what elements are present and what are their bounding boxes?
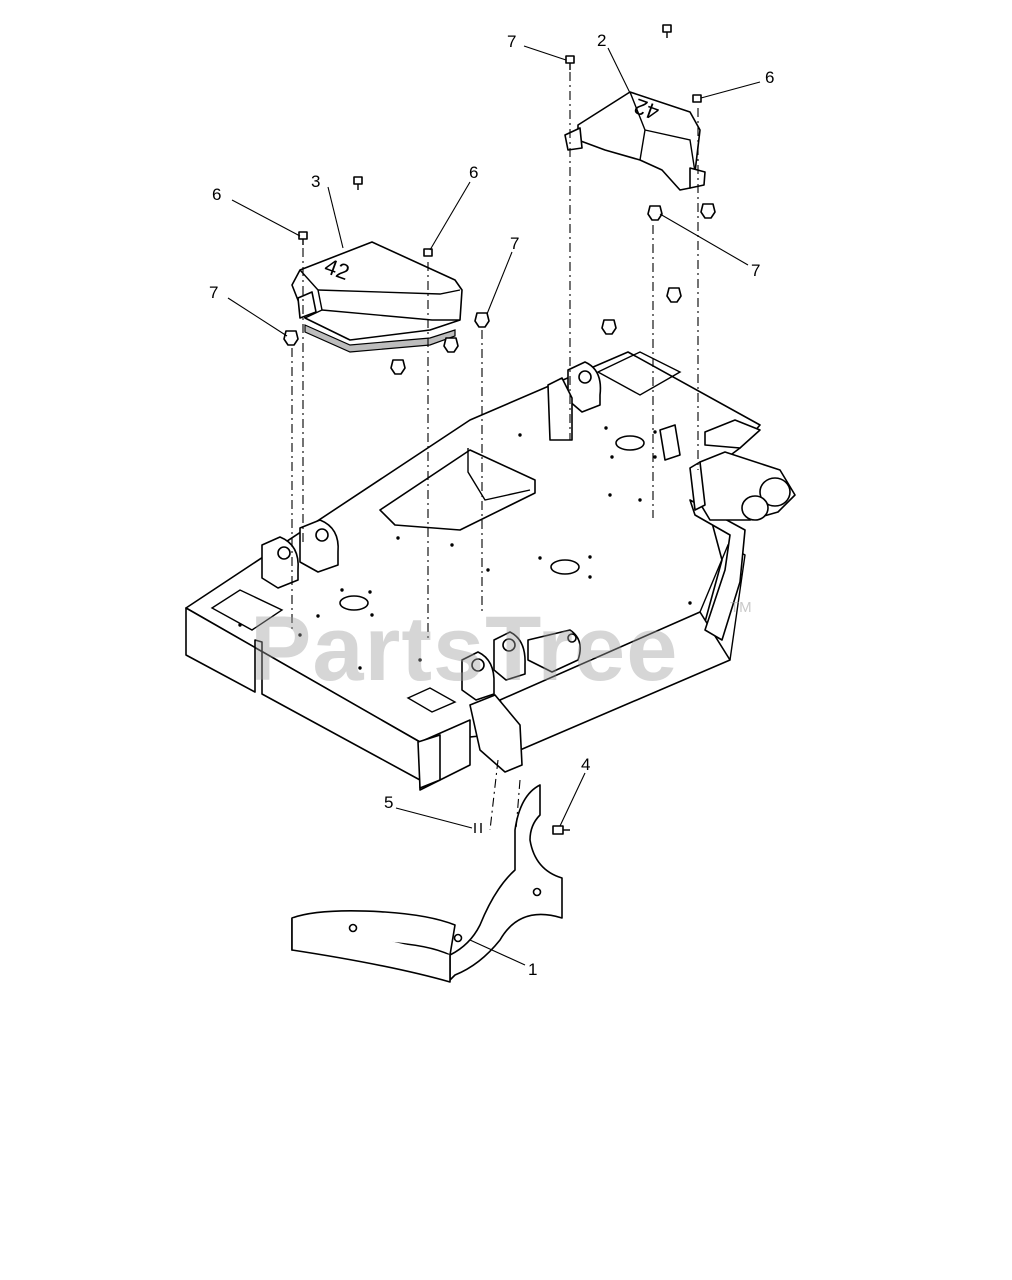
callout-7: 7 [510, 234, 519, 253]
callout-2: 2 [597, 31, 606, 50]
bolt-icon [353, 176, 363, 190]
nut-icon [283, 330, 299, 346]
nut-icon [474, 312, 490, 328]
bolt-icon [552, 825, 570, 835]
deck-frame [185, 351, 796, 791]
callout-7: 7 [209, 283, 218, 302]
watermark: PartsTree TM [250, 598, 752, 700]
nut-icon [700, 203, 716, 219]
leader-lines [227, 45, 761, 966]
mounting-tabs [261, 361, 681, 701]
watermark-text: PartsTree [250, 598, 678, 700]
front-pivot-bracket [469, 694, 523, 773]
nut-icon [390, 359, 406, 375]
nut-icon [601, 319, 617, 335]
callout-6: 6 [469, 163, 478, 182]
bolt-icon [662, 24, 672, 38]
alignment-lines [291, 72, 699, 831]
callout-7: 7 [751, 261, 760, 280]
nut-icon [647, 205, 663, 221]
callout-3: 3 [311, 172, 320, 191]
callouts: 7 2 6 3 6 6 7 7 7 4 5 1 [209, 31, 774, 979]
cover-left: 42 [291, 241, 463, 353]
bolt-icon [298, 231, 308, 245]
pin-icon [474, 823, 482, 833]
callout-4: 4 [581, 755, 590, 774]
callout-6: 7 [507, 32, 516, 51]
nut-icon [666, 287, 682, 303]
bolt-icon [565, 55, 575, 70]
callout-5: 5 [384, 793, 393, 812]
belt-shield [291, 784, 563, 983]
cover-right: 42 [564, 91, 706, 191]
bolt-icon [423, 248, 433, 257]
callout-6: 6 [212, 185, 221, 204]
bolt-icon [692, 94, 702, 103]
watermark-trademark: TM [730, 599, 752, 616]
deck-holes [238, 426, 692, 670]
callout-1: 1 [528, 960, 537, 979]
callout-6: 6 [765, 68, 774, 87]
nut-icon [443, 337, 459, 353]
